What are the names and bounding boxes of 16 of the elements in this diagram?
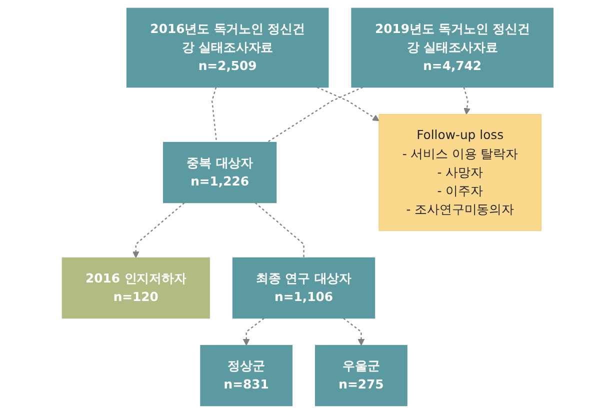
node-box: Follow-up loss - 서비스 이용 탈락자 - 사망자 - 이주자 - 조사연구미동의자 — [379, 114, 542, 232]
arrow — [343, 318, 365, 346]
node-box: 우울군 n=275 — [315, 344, 408, 406]
node-box: 정상군 n=831 — [200, 344, 293, 406]
node-box: 2019년도 독거노인 정신건강 실태조사자료 n=4,742 — [352, 8, 554, 88]
node-box: 2016 인지저하자 n=120 — [62, 257, 210, 319]
connector — [255, 202, 305, 258]
connector — [212, 87, 218, 142]
arrow — [132, 202, 186, 258]
arrow — [317, 86, 380, 122]
node-box: 최종 연구 대상자 n=1,106 — [232, 257, 376, 319]
arrow — [243, 318, 265, 346]
arrow — [464, 87, 471, 115]
connector — [267, 86, 364, 143]
node-box: 2016년도 독거노인 정신건강 실태조사자료 n=2,509 — [126, 8, 330, 88]
node-box: 중복 대상자 n=1,226 — [163, 142, 277, 204]
